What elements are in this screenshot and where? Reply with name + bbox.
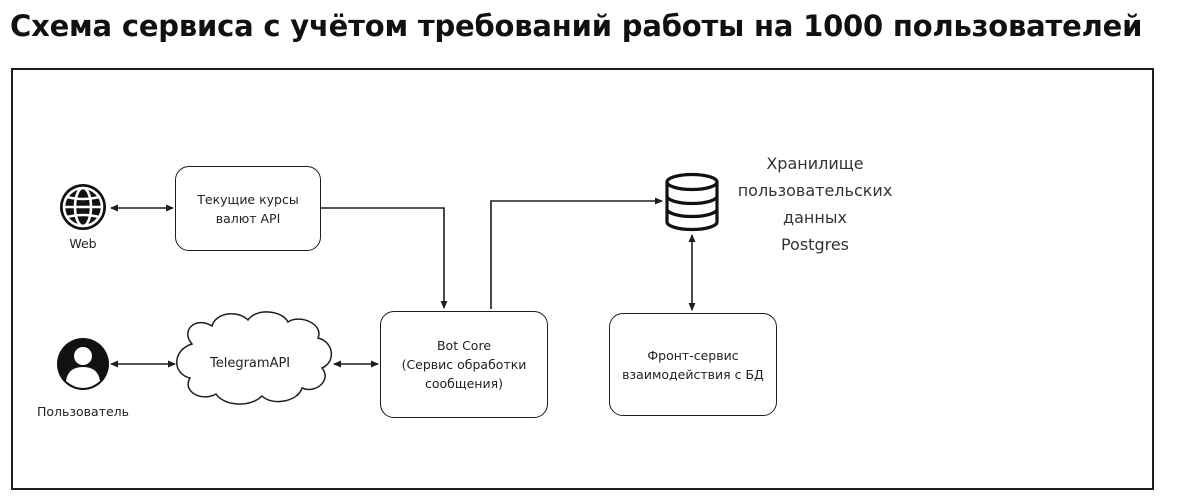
- bot-core-label: Bot Core (Сервис обработки сообщения): [401, 338, 527, 391]
- user-label: Пользователь: [36, 404, 130, 419]
- edge-bot-core-database: [490, 197, 663, 309]
- globe-icon: [60, 184, 106, 230]
- front-service-label: Фронт-сервис взаимодействия с БД: [622, 347, 764, 382]
- storage-label: Хранилище пользовательских данных Postgr…: [737, 154, 893, 254]
- web-label: Web: [69, 236, 97, 251]
- front-service-node[interactable]: Фронт-сервис взаимодействия с БД: [609, 313, 777, 416]
- diagram-title: Схема сервиса с учётом требований работы…: [10, 9, 1143, 43]
- currency-api-label: Текущие курсы валют API: [197, 191, 299, 226]
- edge-currency-api-bot-core: [321, 207, 448, 309]
- telegram-api-label: TelegramAPI: [210, 356, 291, 371]
- currency-api-node[interactable]: Текущие курсы валют API: [175, 166, 321, 251]
- diagram-frame: [11, 68, 1154, 490]
- database-icon: [665, 172, 719, 232]
- user-icon: [57, 338, 109, 390]
- telegram-api-cloud[interactable]: [176, 311, 332, 405]
- bot-core-node[interactable]: Bot Core (Сервис обработки сообщения): [380, 311, 548, 418]
